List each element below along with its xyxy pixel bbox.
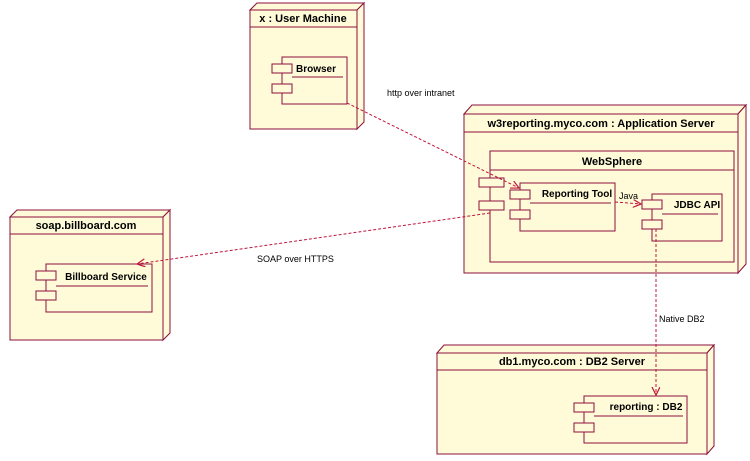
node-billboard: soap.billboard.com Billboard Service bbox=[8, 208, 172, 342]
component-reporting-tool: Reporting Tool bbox=[509, 182, 616, 232]
component-label-billboard-service: Billboard Service bbox=[65, 272, 147, 283]
node-db-server: db1.myco.com : DB2 Server reporting : DB… bbox=[435, 343, 716, 456]
connection-label-java: Java bbox=[619, 191, 638, 201]
node-title-db-server: db1.myco.com : DB2 Server bbox=[499, 356, 646, 368]
component-port-icon bbox=[509, 189, 531, 200]
component-port-icon bbox=[641, 219, 663, 230]
node-app-server: w3reporting.myco.com : Application Serve… bbox=[462, 103, 748, 275]
component-port-icon bbox=[641, 199, 663, 210]
component-port-icon bbox=[271, 63, 293, 74]
connection-label-http: http over intranet bbox=[387, 88, 455, 98]
node-title-app-server: w3reporting.myco.com : Application Serve… bbox=[487, 118, 716, 130]
component-label-reporting-db2: reporting : DB2 bbox=[610, 402, 683, 413]
component-port-icon bbox=[35, 270, 57, 281]
component-billboard-service: Billboard Service bbox=[35, 263, 153, 313]
component-port-icon bbox=[271, 83, 293, 94]
component-port-icon bbox=[573, 402, 595, 413]
component-port-icon bbox=[35, 290, 57, 301]
component-jdbc-api: JDBC API bbox=[641, 193, 723, 242]
port-icon bbox=[478, 177, 505, 188]
component-port-icon bbox=[573, 422, 595, 433]
component-port-icon bbox=[509, 209, 531, 220]
component-label-jdbc-api: JDBC API bbox=[674, 200, 721, 211]
connection-label-native: Native DB2 bbox=[659, 314, 705, 324]
node-title-billboard: soap.billboard.com bbox=[36, 220, 137, 232]
connection-http: http over intranet bbox=[346, 88, 519, 188]
connection-soap: SOAP over HTTPS bbox=[137, 212, 491, 264]
node-title-user-machine: x : User Machine bbox=[259, 13, 346, 25]
node-user-machine: x : User Machine Browser bbox=[248, 1, 366, 131]
container-title-websphere: WebSphere bbox=[582, 156, 642, 168]
connection-java: Java bbox=[614, 191, 641, 204]
component-browser: Browser bbox=[271, 56, 348, 105]
component-label-reporting-tool: Reporting Tool bbox=[542, 189, 613, 200]
connection-native-db2: Native DB2 bbox=[656, 229, 705, 395]
component-reporting-db2: reporting : DB2 bbox=[573, 395, 688, 444]
connection-label-soap: SOAP over HTTPS bbox=[257, 254, 334, 264]
component-label-browser: Browser bbox=[296, 64, 336, 75]
port-icon bbox=[478, 200, 505, 211]
